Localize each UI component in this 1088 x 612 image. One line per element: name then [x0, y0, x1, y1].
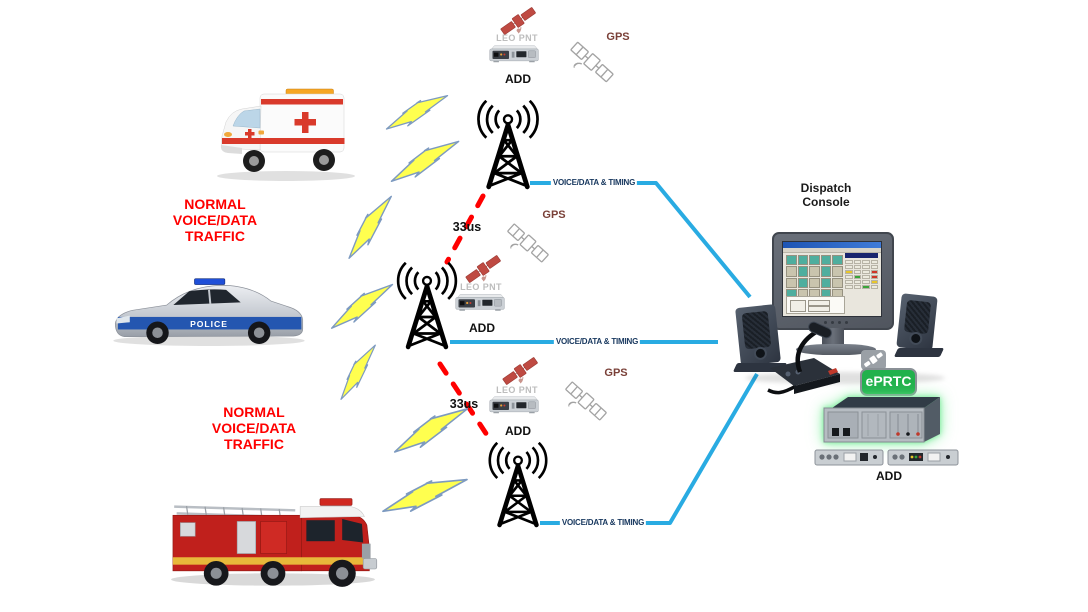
speaker-knob [908, 331, 923, 346]
screen-status-display [845, 253, 878, 258]
delay-33us-label-bottom: 33us [449, 397, 479, 411]
gps-satellite-icon-top [566, 40, 615, 88]
eprtc-clock-chassis [820, 394, 942, 453]
gps-label-bottom: GPS [604, 367, 628, 379]
lightning-bolt [386, 140, 464, 183]
timing-rack-units [814, 449, 959, 466]
eprtc-badge: ePRTC [860, 368, 917, 396]
gps-label-top: GPS [606, 31, 630, 43]
channel-button-grid [786, 255, 843, 299]
leo-pnt-satellite-icon-bottom [501, 355, 539, 389]
ambulance-image [217, 88, 355, 181]
lightning-bolt [332, 195, 408, 259]
dispatch-console-title: Dispatch Console [800, 181, 852, 209]
delay-dashed-line-top [444, 193, 486, 265]
lightning-bolt [389, 408, 473, 453]
delay-33us-label-top: 33us [452, 220, 482, 234]
leo-pnt-label-middle: LEO PNT [460, 282, 502, 292]
normal-traffic-label-bottom: NORMAL VOICE/DATA TRAFFIC [211, 404, 297, 452]
gps-label-middle: GPS [542, 209, 566, 221]
screen-side-panel [845, 253, 878, 313]
leo-pnt-label-bottom: LEO PNT [496, 385, 538, 395]
normal-traffic-label-top: NORMAL VOICE/DATA TRAFFIC [172, 196, 258, 244]
satellite-link-icon [861, 350, 886, 370]
keypad-grid [845, 260, 878, 289]
desk-microphone [767, 321, 840, 395]
screen-menubar [783, 248, 881, 253]
voice-data-timing-label-bottom: VOICE/DATA & TIMING [559, 518, 647, 527]
lightning-bolt [325, 344, 391, 400]
lightning-bolt [324, 283, 400, 329]
add-label-top: ADD [505, 72, 531, 86]
speaker-grille [903, 299, 932, 335]
screen-log-area [786, 296, 845, 314]
add-device-bottom [489, 396, 539, 414]
lightning-bolt [382, 474, 468, 517]
gps-satellite-icon-bottom [561, 380, 609, 426]
fire-truck-image [171, 498, 378, 587]
add-label-middle: ADD [469, 321, 495, 335]
radio-tower-bottom [480, 442, 556, 528]
leo-pnt-label-top: LEO PNT [496, 33, 538, 43]
radio-tower-top [470, 100, 546, 190]
monitor-base [796, 344, 876, 355]
delay-dashed-line-bottom [437, 361, 494, 444]
voice-data-timing-label-top: VOICE/DATA & TIMING [550, 178, 638, 187]
voice-data-timing-label-middle: VOICE/DATA & TIMING [553, 337, 641, 346]
gps-satellite-icon-middle [503, 222, 551, 268]
screen-titlebar [783, 242, 881, 248]
add-device-middle [455, 294, 505, 311]
add-device-top [489, 45, 539, 63]
speaker-right [893, 293, 945, 357]
police-marking-text: POLICE [190, 319, 228, 329]
add-label-bottom: ADD [505, 424, 531, 438]
lightning-bolt [383, 94, 451, 130]
add-label-rack: ADD [876, 469, 902, 483]
monitor-buttons [824, 321, 850, 325]
police-car-image: POLICE [113, 278, 305, 346]
dispatch-software-screen [782, 241, 882, 317]
link-line-top [530, 181, 752, 299]
